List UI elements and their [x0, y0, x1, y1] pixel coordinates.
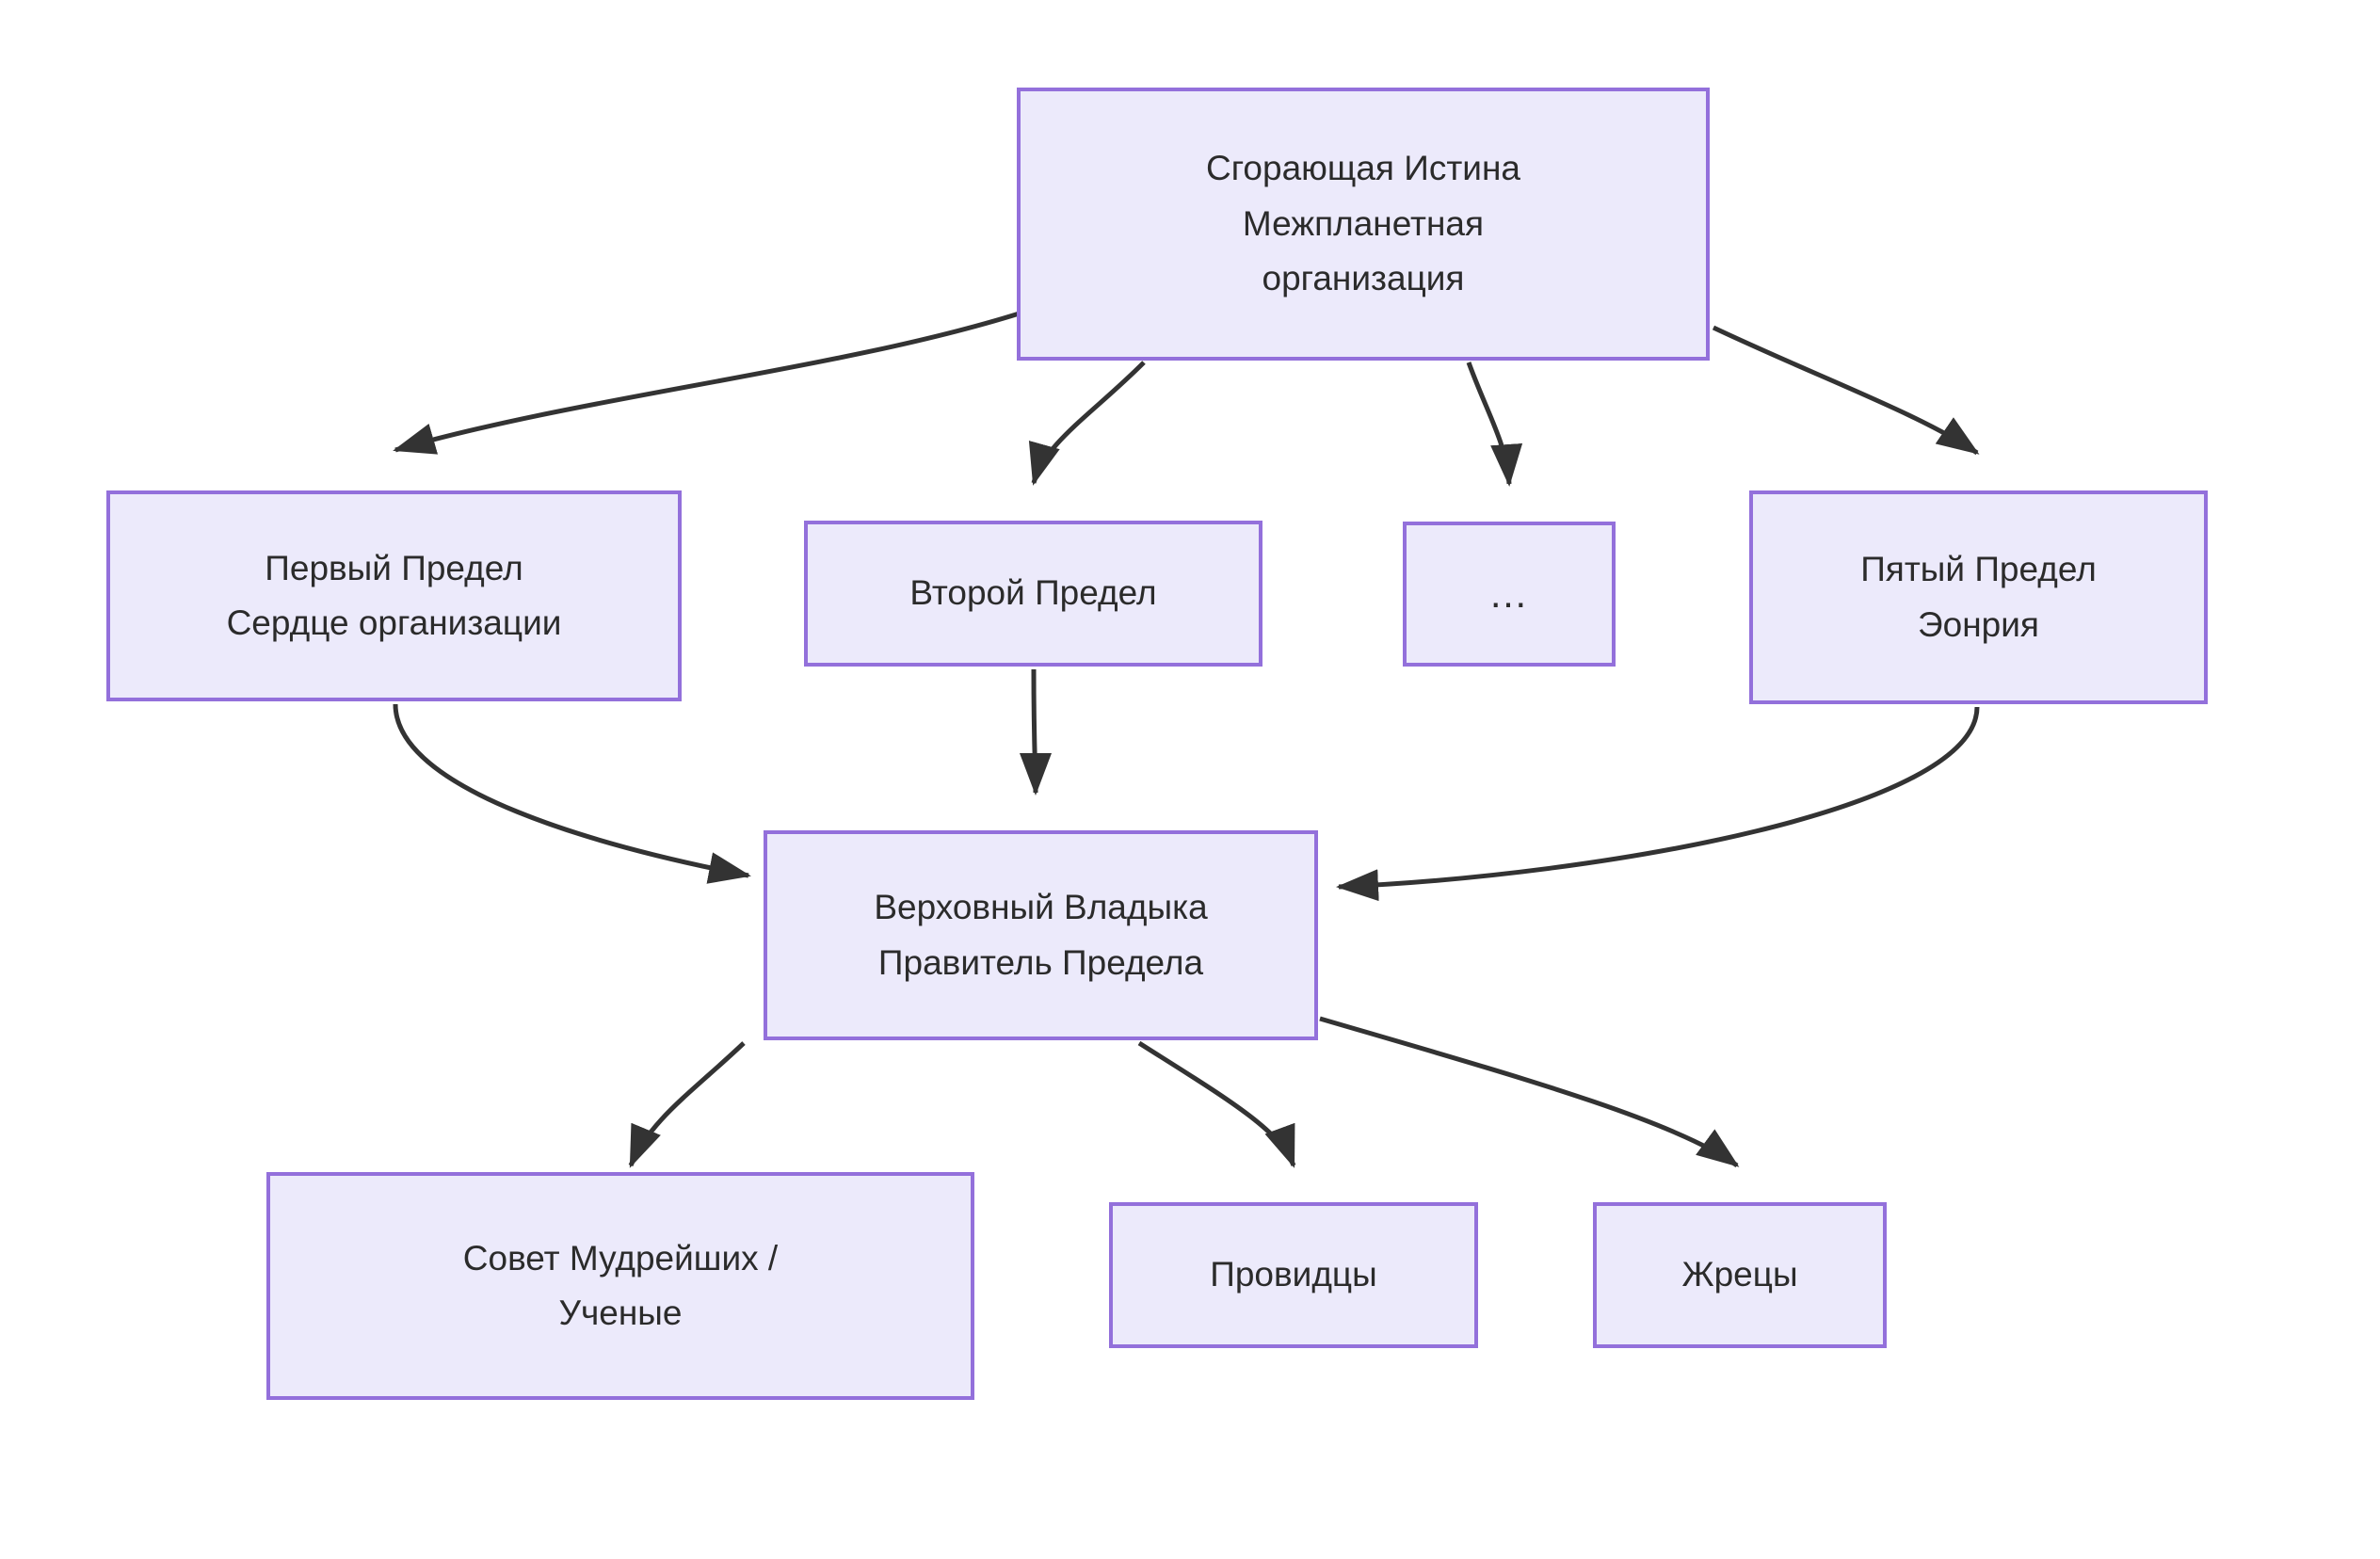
edge-org-to-more — [1466, 362, 1523, 487]
edge-org-to-limit2 — [1028, 361, 1146, 486]
node-label-line: организация — [1262, 259, 1465, 298]
node-label-line: Пятый Предел — [1860, 550, 2097, 589]
node-priests[interactable]: Жрецы — [1593, 1202, 1887, 1348]
edge-ruler-to-council — [628, 1041, 746, 1168]
node-first-limit[interactable]: Первый Предел Сердце организации — [106, 490, 682, 701]
node-seers[interactable]: Провидцы — [1109, 1202, 1478, 1348]
node-fifth-limit[interactable]: Пятый Предел Эонрия — [1749, 490, 2208, 704]
ellipsis-icon: … — [1488, 571, 1530, 616]
edge-limit1-to-ruler — [393, 703, 751, 884]
node-supreme-ruler[interactable]: Верховный Владыка Правитель Предела — [764, 830, 1318, 1040]
edge-org-to-limit1 — [393, 308, 1029, 455]
node-label-line: Межпланетная — [1242, 203, 1485, 243]
edge-ruler-to-priests — [1319, 1016, 1740, 1168]
node-burning-truth-organization[interactable]: Сгорающая Истина Межпланетная организаци… — [1017, 88, 1710, 361]
edge-ruler-to-seers — [1137, 1040, 1296, 1168]
edge-org-to-limit5 — [1712, 325, 1980, 456]
node-label-line: Провидцы — [1210, 1255, 1377, 1294]
node-label-line: Эонрия — [1918, 604, 2039, 644]
node-council-of-wisest-scientists[interactable]: Совет Мудрейших / Ученые — [266, 1172, 974, 1400]
node-label-line: Ученые — [558, 1294, 683, 1332]
node-label-line: Жрецы — [1681, 1255, 1798, 1294]
node-second-limit[interactable]: Второй Предел — [804, 521, 1262, 667]
node-ellipsis-more-limits[interactable]: … — [1403, 522, 1616, 667]
node-label-line: Первый Предел — [265, 548, 523, 587]
node-label-line: Правитель Предела — [877, 942, 1204, 982]
node-label-line: Второй Предел — [909, 573, 1157, 613]
node-label-line: Сердце организации — [226, 603, 562, 642]
node-label-line: Сгорающая Истина — [1206, 149, 1520, 188]
edge-limit2-to-ruler — [1019, 668, 1052, 796]
edge-limit5-to-ruler — [1336, 706, 1980, 902]
node-label-line: Верховный Владыка — [874, 888, 1208, 927]
node-label-line: Совет Мудрейших / — [462, 1238, 779, 1278]
